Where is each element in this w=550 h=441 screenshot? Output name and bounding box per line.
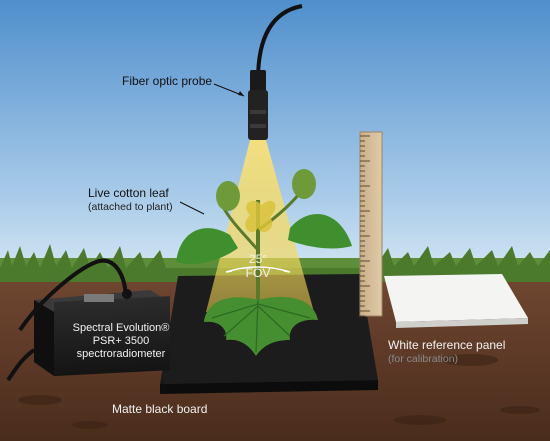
fov-unit: FOV: [245, 266, 271, 280]
board-leader-line: [161, 379, 168, 395]
probe-cable: [256, 4, 303, 81]
measurement-ruler: [359, 131, 383, 317]
device-display: [84, 294, 114, 302]
panel-label: White reference panel (for calibration): [388, 338, 505, 366]
device-label: Spectral Evolution® PSR+ 3500 spectrorad…: [66, 322, 176, 361]
leaf-label: Live cotton leaf (attached to plant): [88, 186, 173, 214]
spectroradiometer-device: [6, 258, 170, 382]
device-line2: PSR+ 3500: [92, 335, 150, 347]
probe-label: Fiber optic probe: [122, 74, 213, 88]
cotton-plant: [176, 169, 352, 356]
panel-label-main: White reference panel: [388, 338, 506, 352]
fov-label: 25° FOV: [238, 252, 278, 280]
leaf-label-sub: (attached to plant): [88, 201, 173, 213]
leaf-label-main: Live cotton leaf: [88, 186, 169, 200]
white-reference-panel: [384, 274, 528, 328]
fov-arc: [225, 266, 291, 273]
panel-label-sub: (for calibration): [388, 353, 459, 365]
device-line3: spectroradiometer: [76, 348, 166, 360]
board-label: Matte black board: [112, 402, 208, 416]
soil-texture: [18, 354, 540, 429]
fov-angle: 25°: [248, 252, 268, 266]
fiber-optic-probe: [248, 70, 268, 140]
device-line1: Spectral Evolution®: [72, 322, 170, 334]
leaf-leader-line: [179, 201, 205, 215]
